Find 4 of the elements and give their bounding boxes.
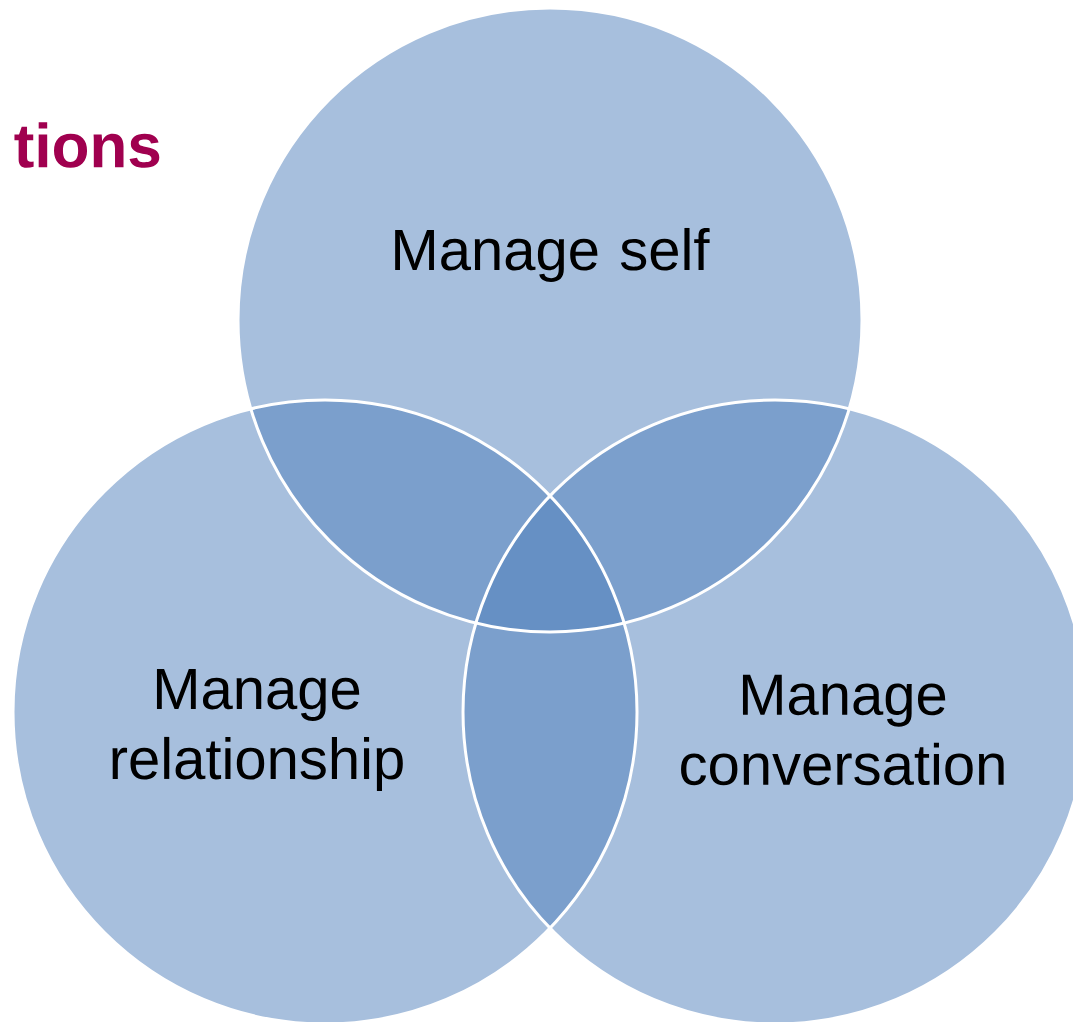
title: tions bbox=[14, 122, 160, 168]
circle-label: Manage self bbox=[395, 227, 710, 282]
circle-label: Manage relationship bbox=[112, 669, 403, 791]
circle-label: Manage conversation bbox=[681, 674, 1004, 786]
